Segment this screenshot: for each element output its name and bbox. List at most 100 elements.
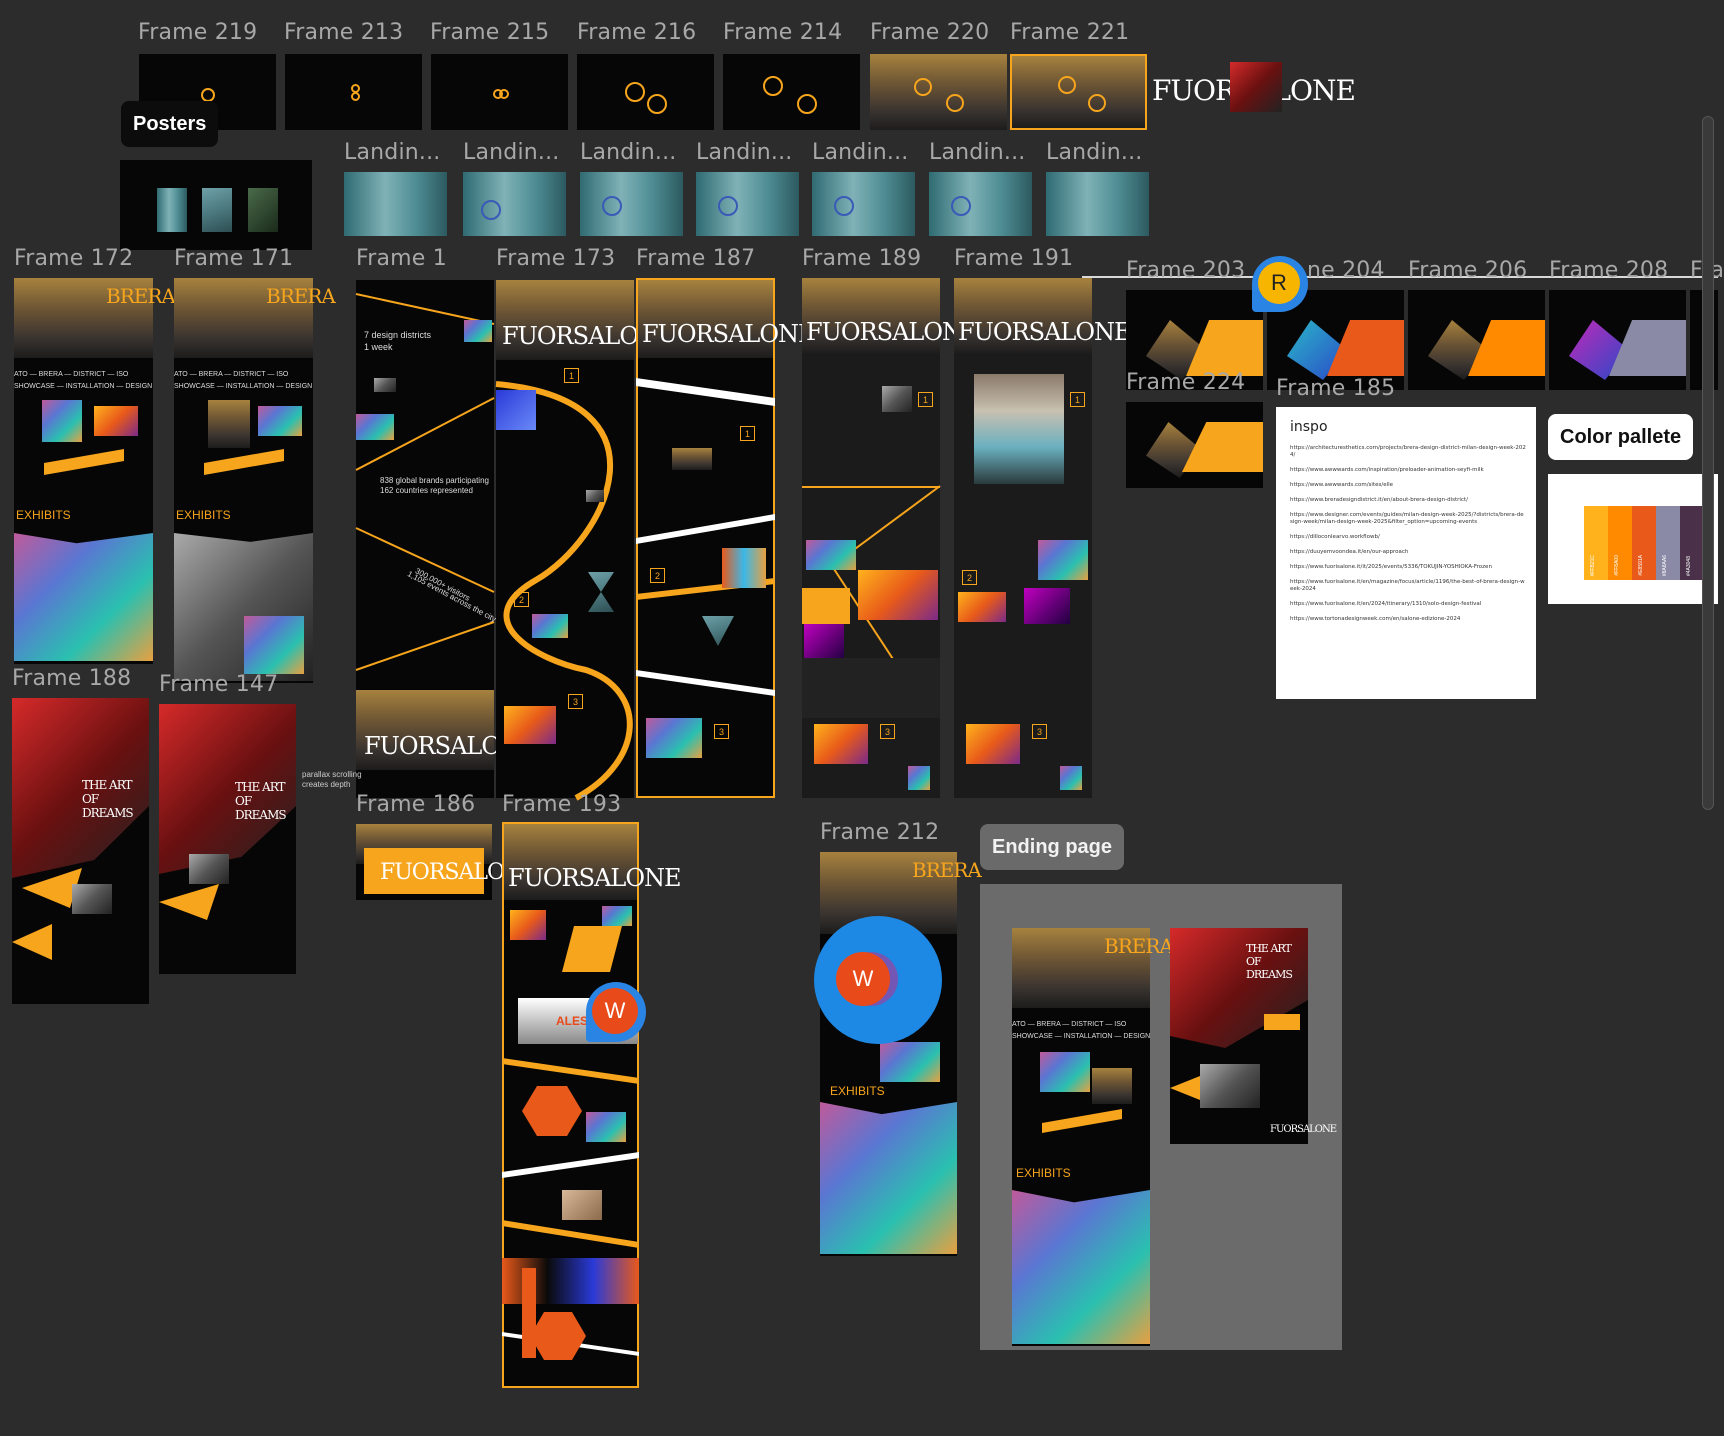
street-photo	[356, 690, 494, 770]
frame-label-191[interactable]: Frame 191	[954, 246, 1074, 271]
landing-frame-5[interactable]	[812, 172, 915, 236]
frame-label-189[interactable]: Frame 189	[802, 246, 922, 271]
frame-1[interactable]: 7 design districts 1 week 838 global bra…	[355, 280, 538, 798]
frame-label-173[interactable]: Frame 173	[496, 246, 616, 271]
frame-208[interactable]	[1549, 290, 1686, 390]
frame-label-208[interactable]: Frame 208	[1549, 258, 1669, 283]
frame-label-214[interactable]: Frame 214	[723, 20, 843, 45]
frame-label-1[interactable]: Frame 1	[356, 246, 447, 271]
posters-section-label[interactable]: Posters	[121, 101, 219, 147]
color-swatch[interactable]: #E8591A	[1632, 506, 1656, 580]
inspo-link[interactable]: https://www.awwwards.com/inspiration/pre…	[1290, 467, 1484, 473]
parallax-note[interactable]: parallax scrolling creates depth	[302, 770, 362, 789]
frame-213[interactable]	[285, 54, 422, 130]
frame-label-147[interactable]: Frame 147	[159, 672, 279, 697]
ending-page-section[interactable]: BRERA ATO — BRERA — DISTRICT — ISO SHOWC…	[980, 884, 1342, 1350]
inspo-link[interactable]: https://www.designer.com/events/guides/m…	[1290, 512, 1524, 525]
frame-label-171[interactable]: Frame 171	[174, 246, 294, 271]
frame-label-215[interactable]: Frame 215	[430, 20, 550, 45]
inspo-link[interactable]: https://www.fuorisalone.it/it/2025/event…	[1290, 564, 1492, 570]
color-swatch[interactable]: #FFB21C	[1584, 506, 1608, 580]
landing-frame-7[interactable]	[1046, 172, 1149, 236]
frame-173[interactable]: FUORSALONE 1 2 3	[495, 280, 676, 801]
frame-212[interactable]: BRERA EXHIBITS	[820, 852, 982, 1256]
color-code: #8A8AA6	[1662, 554, 1668, 576]
frame-221[interactable]	[1010, 54, 1147, 130]
frame-188[interactable]: THE ART OF DREAMS	[12, 698, 149, 1004]
frame-label-172[interactable]: Frame 172	[14, 246, 134, 271]
frame-147[interactable]: THE ART OF DREAMS	[159, 704, 296, 974]
frame-220[interactable]	[870, 54, 1007, 130]
frame-label-221[interactable]: Frame 221	[1010, 20, 1130, 45]
frame-label-216[interactable]: Frame 216	[577, 20, 697, 45]
frame-185-inspo[interactable]: inspo https://architecturesthetics.com/p…	[1276, 407, 1536, 699]
frame-186[interactable]: FUORSALONE	[356, 824, 538, 900]
frame-label-landing-4[interactable]: Landin...	[696, 140, 793, 165]
inspo-link[interactable]: https://www.fuorisalone.it/en/magazine/f…	[1290, 579, 1525, 592]
frame-187[interactable]: FUORSALONE 1 2 3	[636, 278, 816, 798]
frame-215[interactable]	[431, 54, 568, 130]
thumbnail-photo[interactable]	[1230, 62, 1282, 112]
frame-172[interactable]: BRERA ATO — BRERA — DISTRICT — ISO SHOWC…	[14, 278, 176, 664]
frame-label-206[interactable]: Frame 206	[1408, 258, 1528, 283]
landing-frame-6[interactable]	[929, 172, 1032, 236]
frame-label-203[interactable]: Frame 203	[1126, 258, 1246, 283]
street-photo	[802, 278, 940, 354]
posters-frame[interactable]	[120, 160, 312, 250]
vertical-scrollbar[interactable]	[1702, 116, 1714, 810]
inspo-link[interactable]: https://architecturesthetics.com/project…	[1290, 445, 1526, 458]
frame-191[interactable]: FUORSALONE 1 2 3	[954, 278, 1132, 798]
landing-frame-2[interactable]	[463, 172, 566, 236]
ending-page-label[interactable]: Ending page	[980, 824, 1124, 870]
frame-label-204[interactable]: ne 204	[1307, 258, 1385, 283]
frame-224[interactable]	[1126, 402, 1263, 488]
poster-thumb	[248, 188, 278, 232]
frame-206[interactable]	[1408, 290, 1545, 390]
orange-column	[522, 1268, 536, 1358]
ending-frame-brera[interactable]: BRERA ATO — BRERA — DISTRICT — ISO SHOWC…	[1012, 928, 1174, 1346]
frame-label-landing-1[interactable]: Landin...	[344, 140, 441, 165]
frame-label-213[interactable]: Frame 213	[284, 20, 404, 45]
landing-frame-3[interactable]	[580, 172, 683, 236]
color-swatch[interactable]: #4A3048	[1680, 506, 1704, 580]
color-pallete-label[interactable]: Color pallete	[1548, 414, 1694, 460]
exhibits-title: EXHIBITS	[830, 1084, 885, 1098]
frame-204[interactable]	[1267, 290, 1404, 390]
frame-label-212[interactable]: Frame 212	[820, 820, 940, 845]
frame-171[interactable]: BRERA ATO — BRERA — DISTRICT — ISO SHOWC…	[174, 278, 336, 683]
inspo-link[interactable]: https://www.tortonadesignweek.com/en/sal…	[1290, 616, 1461, 622]
frame-label-187[interactable]: Frame 187	[636, 246, 756, 271]
ending-frame-dreams[interactable]: THE ART OF DREAMS FUORSALONE	[1170, 928, 1337, 1144]
frame-label-224[interactable]: Frame 224	[1126, 370, 1246, 395]
districts-text: 7 design districts	[364, 330, 432, 340]
frame-label-landing-2[interactable]: Landin...	[463, 140, 560, 165]
inspo-link[interactable]: https://www.breradesigndistrict.it/en/ab…	[1290, 497, 1468, 503]
frame-label-186[interactable]: Frame 186	[356, 792, 476, 817]
landing-frame-4[interactable]	[696, 172, 799, 236]
frame-label-219[interactable]: Frame 219	[138, 20, 258, 45]
frame-214[interactable]	[723, 54, 860, 130]
frame-label-landing-6[interactable]: Landin...	[929, 140, 1026, 165]
inspo-link[interactable]: https://dilloconlearvo.workflowb/	[1290, 534, 1380, 540]
color-swatch[interactable]: #8A8AA6	[1656, 506, 1680, 580]
frame-label-188[interactable]: Frame 188	[12, 666, 132, 691]
landing-frame-1[interactable]	[344, 172, 447, 236]
collaborator-cursor-r: R	[1252, 256, 1308, 312]
frame-label-193[interactable]: Frame 193	[502, 792, 622, 817]
frame-label-landing-7[interactable]: Landin...	[1046, 140, 1143, 165]
inspo-link[interactable]: https://www.awwwards.com/sites/elle	[1290, 482, 1394, 488]
frame-216[interactable]	[577, 54, 714, 130]
frame-label-220[interactable]: Frame 220	[870, 20, 990, 45]
art-photo	[72, 884, 112, 914]
frame-203[interactable]	[1126, 290, 1263, 390]
frame-193[interactable]: FUORSALONE ALESS	[502, 822, 682, 1388]
color-pallete-frame[interactable]: #FFB21C#FF8A00#E8591A #8A8AA6 #4A3048	[1548, 474, 1718, 604]
frame-189[interactable]: FUORSALONE 1 3	[802, 278, 980, 798]
frame-label-landing-3[interactable]: Landin...	[580, 140, 677, 165]
frame-label-landing-5[interactable]: Landin...	[812, 140, 909, 165]
inspo-link[interactable]: https://duuyemvoondea.it/en/our-approach	[1290, 549, 1409, 555]
inspo-link[interactable]: https://www.fuorisalone.it/en/2024/itine…	[1290, 601, 1482, 607]
frame-label-185[interactable]: Frame 185	[1276, 376, 1396, 401]
color-swatch[interactable]: #FF8A00	[1608, 506, 1632, 580]
